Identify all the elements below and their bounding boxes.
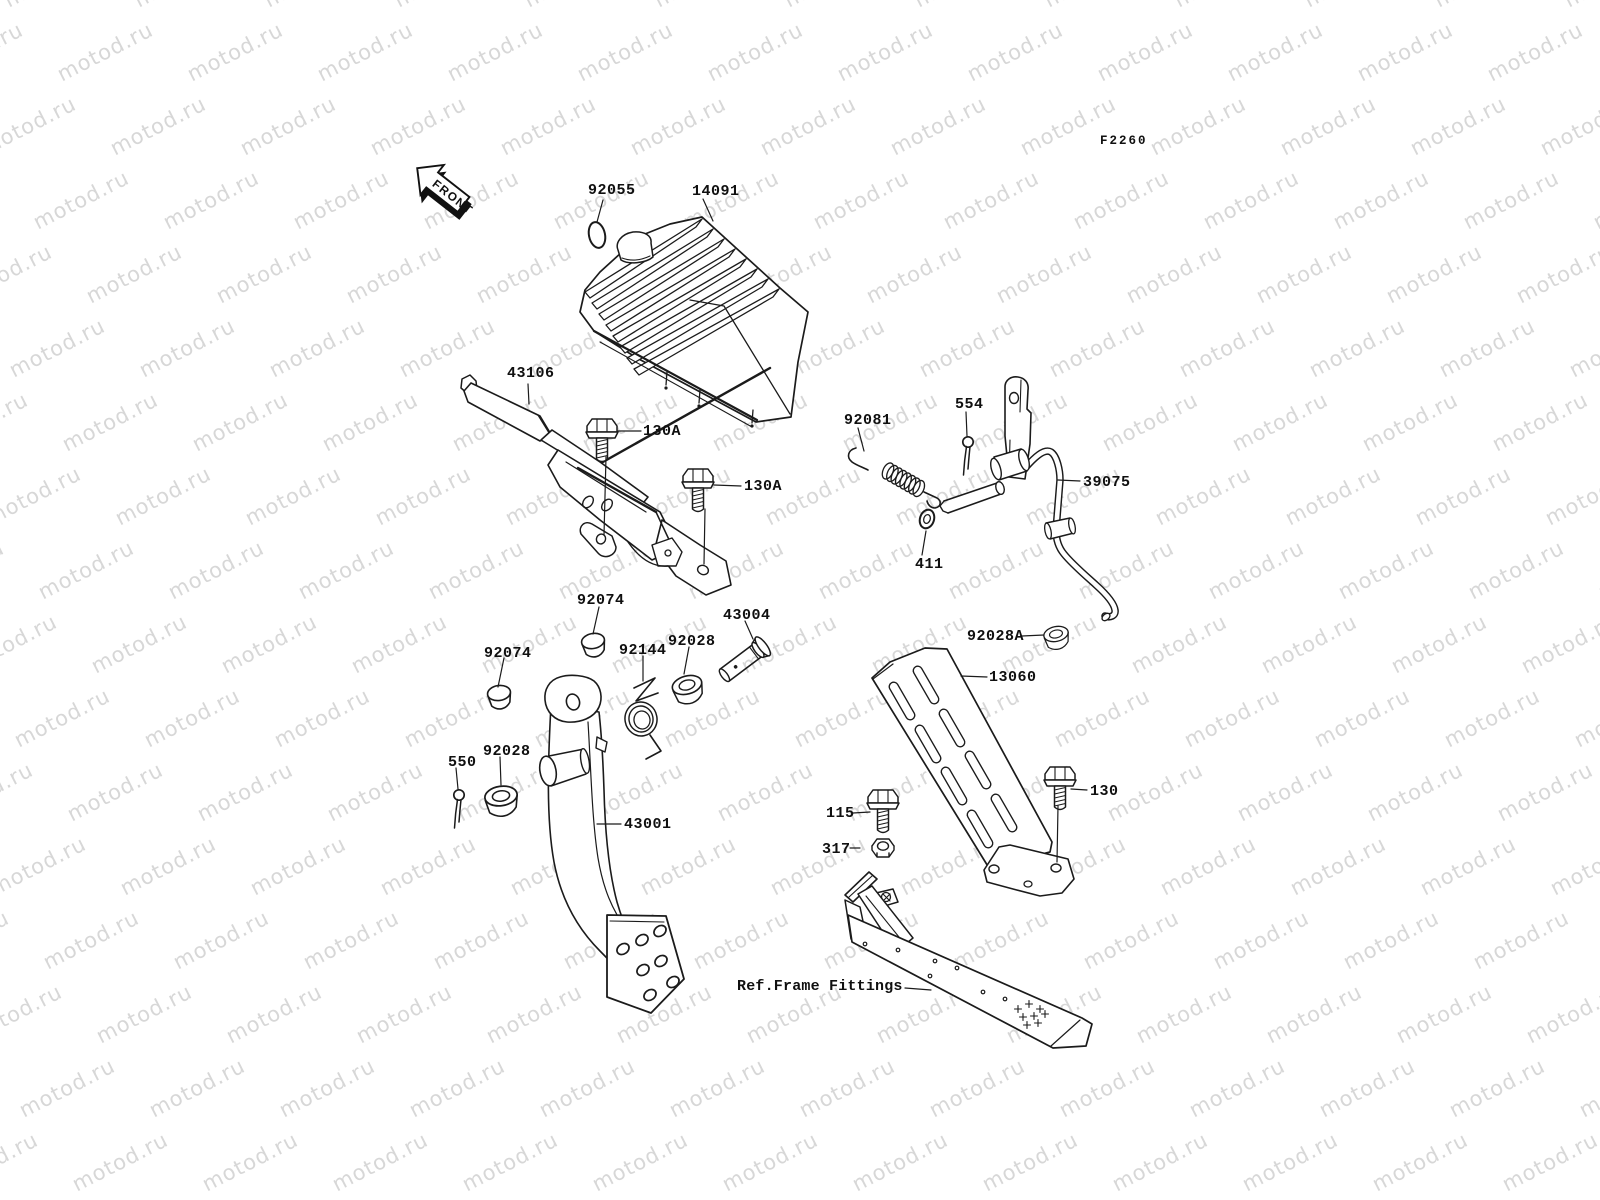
cap-92074-top-drawing	[580, 632, 606, 658]
part-label-92081: 92081	[844, 412, 892, 429]
part-label-554: 554	[955, 396, 984, 413]
part-label-130: 130	[1090, 783, 1119, 800]
accel-pedal-13060-drawing	[871, 647, 1075, 897]
leader-lines	[455, 198, 1088, 991]
part-label-43004: 43004	[723, 607, 771, 624]
cap-92074-left-drawing	[486, 684, 512, 710]
front-arrow-shape	[416, 163, 471, 214]
part-label-43001: 43001	[624, 816, 672, 833]
bushing-92028-mid-drawing	[671, 674, 703, 705]
part-label-43106: 43106	[507, 365, 555, 382]
rod-39075-drawing	[939, 376, 1119, 622]
nut-317-drawing	[871, 838, 895, 858]
finned-cover-14091-drawing	[576, 216, 809, 478]
bolt-130A-lower-drawing	[681, 468, 715, 513]
part-label-130A-lower: 130A	[744, 478, 783, 495]
bolt-130A-upper-drawing	[585, 418, 619, 463]
part-label-92028A: 92028A	[967, 628, 1025, 645]
part-label-92028-left: 92028	[483, 743, 531, 760]
cotter-pin-550-drawing	[452, 788, 466, 829]
part-label-115: 115	[826, 805, 855, 822]
clevis-pin-43004-drawing	[718, 636, 772, 683]
bolt-115-drawing	[866, 789, 900, 834]
part-label-92055: 92055	[588, 182, 636, 199]
part-label-14091: 14091	[692, 183, 740, 200]
part-label-550: 550	[448, 754, 477, 771]
figure-code: F2260	[1100, 134, 1148, 148]
part-drawings	[452, 216, 1119, 1049]
bushing-92028-left-drawing	[484, 785, 519, 818]
part-label-13060: 13060	[989, 669, 1037, 686]
part-label-317: 317	[822, 841, 851, 858]
part-label-92074-left: 92074	[484, 645, 532, 662]
part-label-130A-upper: 130A	[643, 423, 682, 440]
spring-92081-drawing	[847, 447, 941, 509]
torsion-spring-92144-drawing	[624, 677, 662, 760]
bolt-130-drawing	[1043, 766, 1077, 811]
part-label-39075: 39075	[1083, 474, 1131, 491]
part-label-411: 411	[915, 556, 944, 573]
part-label-92144: 92144	[619, 642, 667, 659]
washer-411-drawing	[918, 508, 936, 530]
part-label-92028-mid: 92028	[668, 633, 716, 650]
o-ring-92055-drawing	[587, 221, 607, 249]
ref-frame-fittings-label: Ref.Frame Fittings	[737, 978, 903, 995]
parking-lever-43106-drawing	[460, 374, 732, 596]
cotter-pin-554-drawing	[961, 435, 975, 476]
bushing-92028A-drawing	[1043, 625, 1069, 650]
part-label-92074-top: 92074	[577, 592, 625, 609]
brake-pedal-43001-drawing	[538, 674, 685, 1014]
frame-fittings-drawing	[844, 871, 1093, 1049]
